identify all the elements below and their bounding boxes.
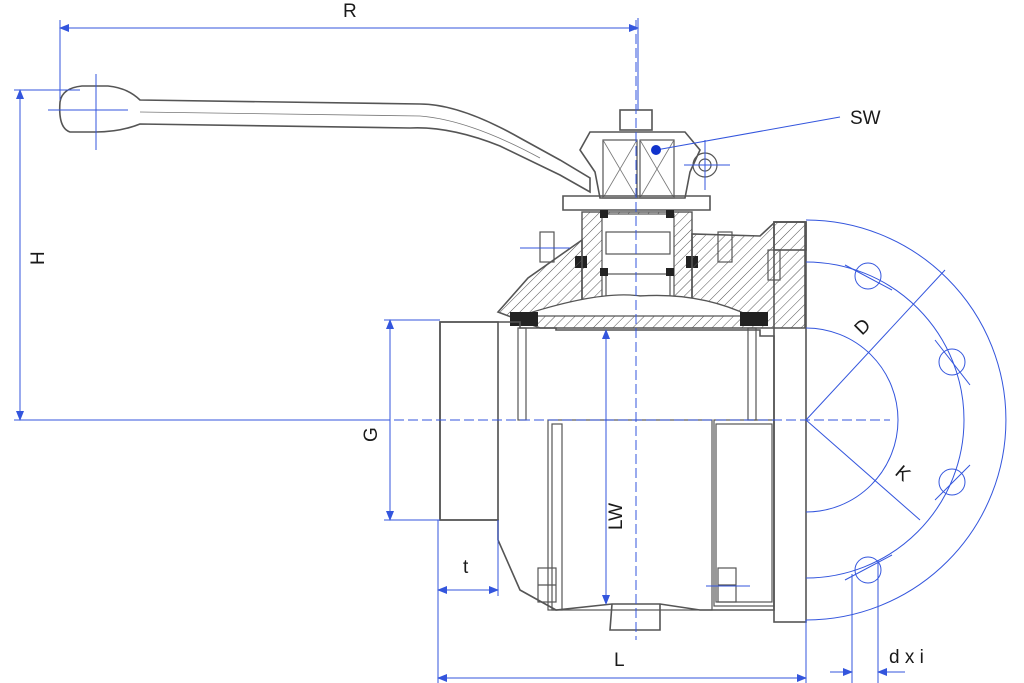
label-g: G (361, 427, 382, 442)
bonnet (496, 221, 806, 329)
label-lw: LW (606, 503, 627, 530)
label-sw: SW (850, 108, 881, 129)
bottom-bolts (537, 567, 750, 603)
label-t: t (463, 557, 469, 578)
neck-packing (575, 210, 698, 305)
center-lines (380, 20, 890, 640)
label-d: D (851, 315, 876, 340)
lever-handle (48, 74, 591, 194)
flange-face (805, 219, 1007, 621)
stem-head (562, 109, 730, 211)
dimension-lines (14, 18, 905, 683)
dimension-labels: R SW H G D K LW t L d x i (28, 1, 924, 671)
sw-marker (651, 145, 661, 155)
label-dxi: d x i (889, 647, 924, 668)
valve-body (439, 321, 775, 631)
label-r: R (343, 1, 357, 22)
label-h: H (28, 251, 49, 265)
label-k: K (891, 462, 914, 486)
label-l: L (614, 650, 625, 671)
